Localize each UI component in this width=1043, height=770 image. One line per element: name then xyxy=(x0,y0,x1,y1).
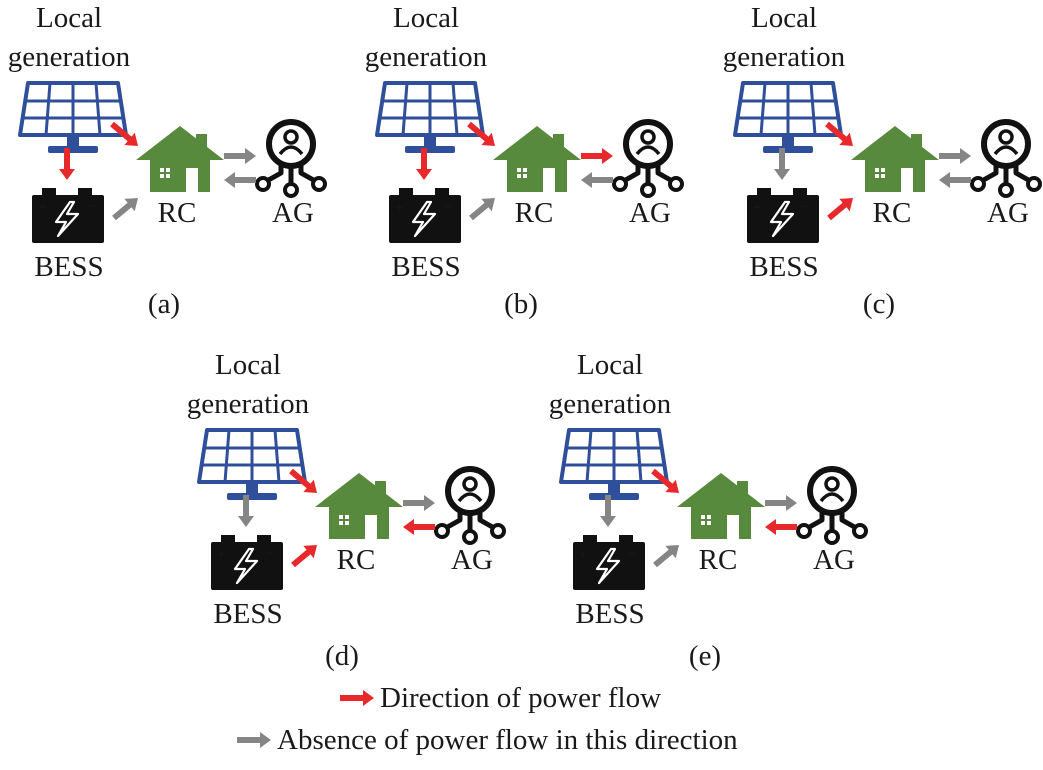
flow-arrow-pv-to-bess xyxy=(600,495,616,527)
flow-arrow-pv-to-rc xyxy=(110,121,138,146)
rc-label: RC xyxy=(337,544,376,576)
flow-arrow-ag-to-rc xyxy=(939,172,971,188)
flow-arrow-ag-to-rc xyxy=(765,519,797,535)
house-icon xyxy=(677,473,765,539)
house-icon xyxy=(315,473,403,539)
local-generation-label: generation xyxy=(365,41,488,73)
flow-arrow-ag-to-rc xyxy=(403,519,435,535)
bess-label: BESS xyxy=(213,598,282,630)
bess-label: BESS xyxy=(34,251,103,283)
flow-arrow-pv-to-rc xyxy=(825,121,853,146)
flow-arrow-rc-to-ag xyxy=(224,148,256,164)
ag-label: AG xyxy=(272,197,314,229)
local-generation-label: generation xyxy=(187,388,310,420)
bess-label: BESS xyxy=(391,251,460,283)
rc-label: RC xyxy=(158,197,197,229)
legend-arrow-inactive xyxy=(237,732,271,748)
house-icon xyxy=(136,126,224,192)
solar-panel-icon xyxy=(559,428,669,502)
battery-icon xyxy=(209,533,285,592)
flow-arrow-rc-to-ag xyxy=(581,148,613,164)
flow-arrow-pv-to-rc xyxy=(467,121,495,146)
flow-arrow-rc-to-ag xyxy=(403,495,435,511)
flow-arrow-bess-to-rc xyxy=(469,198,495,221)
flow-arrow-pv-to-bess xyxy=(774,148,790,180)
ag-label: AG xyxy=(629,197,671,229)
aggregator-icon xyxy=(614,122,682,196)
bess-label: BESS xyxy=(575,598,644,630)
solar-panel-icon xyxy=(197,428,307,502)
local-generation-label: Local xyxy=(215,349,281,381)
local-generation-label: Local xyxy=(36,2,102,34)
legend-arrow-active xyxy=(340,690,374,706)
flow-arrow-bess-to-rc xyxy=(653,545,679,568)
flow-arrow-bess-to-rc xyxy=(827,198,853,221)
battery-icon xyxy=(745,186,821,245)
flow-arrow-pv-to-bess xyxy=(416,148,432,180)
local-generation-label: generation xyxy=(723,41,846,73)
flow-arrow-rc-to-ag xyxy=(939,148,971,164)
solar-panel-icon xyxy=(18,81,128,155)
legend-item-active: Direction of power flow xyxy=(340,682,661,714)
panel-caption: (d) xyxy=(325,640,359,672)
house-icon xyxy=(493,126,581,192)
flow-arrow-rc-to-ag xyxy=(765,495,797,511)
panel-caption: (a) xyxy=(148,288,180,320)
ag-label: AG xyxy=(813,544,855,576)
battery-icon xyxy=(30,186,106,245)
flow-arrow-pv-to-bess xyxy=(59,148,75,180)
battery-icon xyxy=(571,533,647,592)
local-generation-label: Local xyxy=(577,349,643,381)
panel-caption: (b) xyxy=(504,288,538,320)
legend-item-inactive: Absence of power flow in this direction xyxy=(237,724,738,756)
legend-label: Absence of power flow in this direction xyxy=(277,724,738,756)
ag-label: AG xyxy=(987,197,1029,229)
rc-label: RC xyxy=(699,544,738,576)
local-generation-label: Local xyxy=(393,2,459,34)
aggregator-icon xyxy=(798,469,866,543)
local-generation-label: generation xyxy=(8,41,131,73)
aggregator-icon xyxy=(972,122,1040,196)
rc-label: RC xyxy=(873,197,912,229)
local-generation-label: generation xyxy=(549,388,672,420)
aggregator-icon xyxy=(257,122,325,196)
battery-icon xyxy=(387,186,463,245)
flow-arrow-pv-to-rc xyxy=(651,468,679,493)
panel-caption: (c) xyxy=(863,288,895,320)
bess-label: BESS xyxy=(749,251,818,283)
aggregator-icon xyxy=(436,469,504,543)
solar-panel-icon xyxy=(733,81,843,155)
flow-arrow-bess-to-rc xyxy=(112,198,138,221)
house-icon xyxy=(851,126,939,192)
solar-panel-icon xyxy=(375,81,485,155)
flow-arrow-pv-to-rc xyxy=(289,468,317,493)
legend-label: Direction of power flow xyxy=(380,682,661,714)
flow-arrow-ag-to-rc xyxy=(581,172,613,188)
flow-arrow-bess-to-rc xyxy=(291,545,317,568)
flow-arrow-ag-to-rc xyxy=(224,172,256,188)
ag-label: AG xyxy=(451,544,493,576)
flow-arrow-pv-to-bess xyxy=(238,495,254,527)
rc-label: RC xyxy=(515,197,554,229)
panel-caption: (e) xyxy=(689,640,721,672)
local-generation-label: Local xyxy=(751,2,817,34)
